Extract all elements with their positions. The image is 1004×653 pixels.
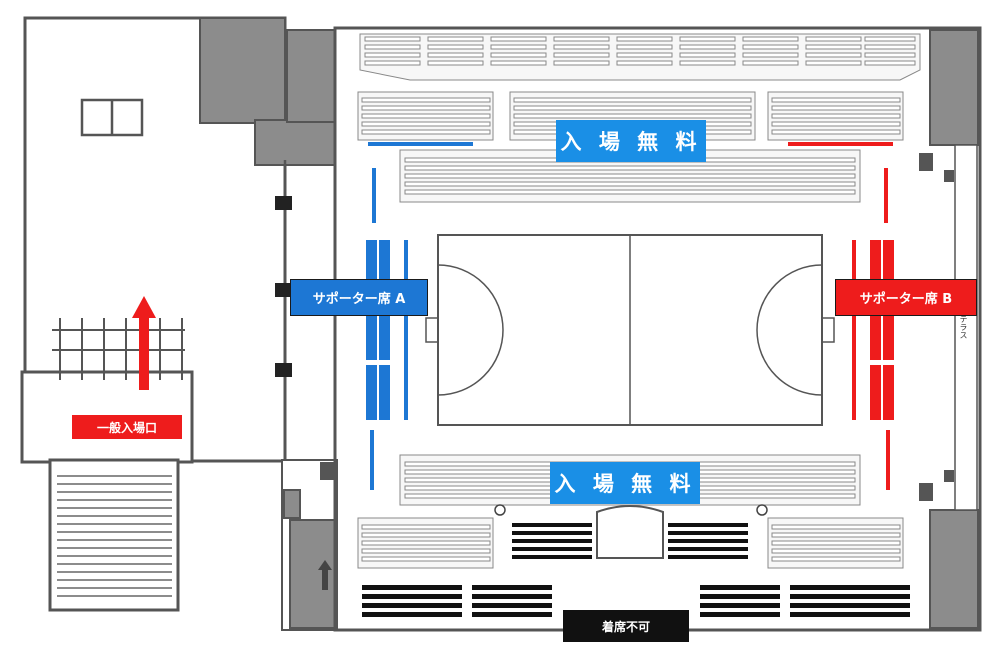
court bbox=[425, 234, 835, 426]
seating-black-rows bbox=[362, 523, 910, 617]
tunnel-entrance bbox=[596, 505, 664, 559]
lower-left-corridor bbox=[281, 459, 338, 631]
arena-gray-corners bbox=[929, 29, 979, 629]
free-entry-label-bottom: 入 場 無 料 bbox=[550, 462, 700, 504]
up-arrow-icon bbox=[318, 560, 332, 590]
general-entrance-label: 一般入場口 bbox=[72, 415, 182, 439]
terrace-corridor bbox=[954, 144, 978, 511]
stairs-left bbox=[57, 475, 172, 597]
supporter-seat-b-label: サポーター席 B bbox=[835, 279, 977, 316]
free-entry-label-top: 入 場 無 料 bbox=[556, 120, 706, 162]
entrance-railing bbox=[52, 318, 185, 380]
up-arrow-icon bbox=[132, 296, 156, 390]
seating-upper-top bbox=[359, 33, 921, 81]
window bbox=[80, 98, 144, 137]
supporter-seat-a-label: サポーター席 A bbox=[290, 279, 428, 316]
terrace-label: テラス bbox=[959, 315, 968, 339]
seating-bottom-mid bbox=[357, 517, 904, 569]
wheelchair-icon bbox=[494, 504, 768, 516]
restroom-icon bbox=[320, 153, 954, 501]
connector-wall bbox=[275, 160, 292, 462]
no-seating-label: 着席不可 bbox=[563, 610, 689, 642]
gray-blocks-top-left bbox=[199, 17, 336, 166]
